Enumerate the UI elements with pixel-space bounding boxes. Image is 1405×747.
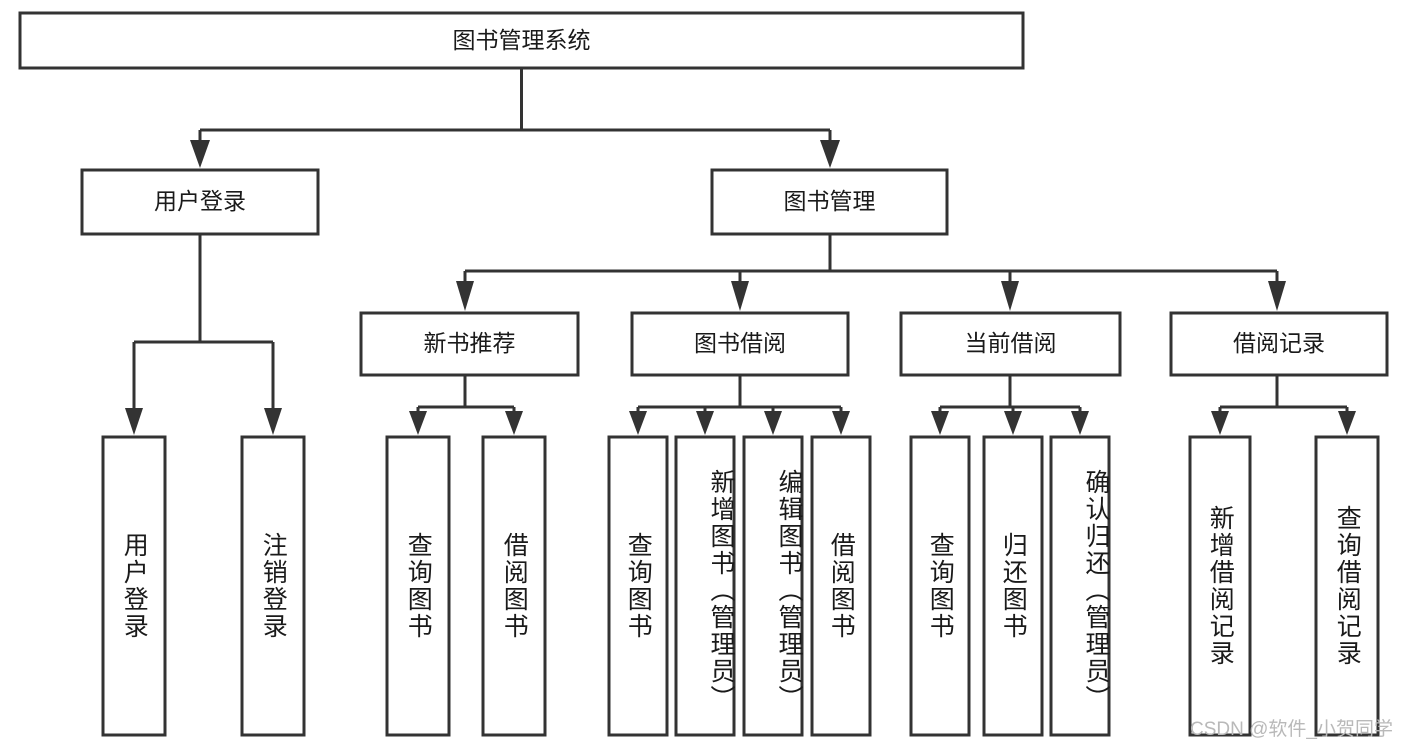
node-leaf-return-book-box[interactable]	[982, 435, 1044, 737]
connector-group-new-book-rec	[409, 375, 523, 435]
node-borrow-record-label: 借阅记录	[1233, 330, 1325, 356]
connector-group-borrow-record	[1211, 375, 1356, 435]
node-leaf-add-book-box[interactable]	[674, 435, 736, 737]
node-book-borrow-label: 图书借阅	[694, 330, 786, 356]
node-book-manage-label: 图书管理	[784, 188, 876, 214]
node-leaf-query-book-3-box[interactable]	[909, 435, 971, 737]
arrow-head-leaf-borrow-book-1	[505, 411, 523, 435]
node-book-borrow[interactable]: 图书借阅	[630, 311, 850, 377]
csdn-watermark: CSDN @软件_小贺同学	[1190, 719, 1393, 740]
connector-group-root	[190, 68, 840, 168]
node-current-borrow[interactable]: 当前借阅	[899, 311, 1122, 377]
node-book-borrow-box[interactable]	[630, 311, 850, 377]
arrow-head-current-borrow	[1001, 281, 1019, 311]
node-current-borrow-label: 当前借阅	[965, 330, 1057, 356]
node-leaf-query-record-box[interactable]	[1314, 435, 1380, 737]
node-leaf-add-record-box[interactable]	[1188, 435, 1252, 737]
connector-group-current-borrow	[931, 375, 1089, 435]
arrow-head-leaf-add-book	[696, 411, 714, 435]
arrow-head-new-book-rec	[456, 281, 474, 311]
node-root-box[interactable]	[18, 11, 1025, 70]
node-new-book-rec-label: 新书推荐	[424, 330, 516, 356]
arrow-head-leaf-add-record	[1211, 411, 1229, 435]
node-root-label: 图书管理系统	[453, 27, 591, 53]
arrow-head-leaf-borrow-book-2	[832, 411, 850, 435]
arrow-head-leaf-confirm-return	[1071, 411, 1089, 435]
arrow-head-borrow-record	[1268, 281, 1286, 311]
node-new-book-rec-box[interactable]	[359, 311, 580, 377]
connector-group-book-borrow	[629, 375, 850, 435]
arrow-head-leaf-user-logout	[264, 408, 282, 435]
arrow-head-user-login	[190, 140, 210, 168]
node-leaf-user-logout-box[interactable]	[240, 435, 306, 737]
arrow-head-leaf-query-book-3	[931, 411, 949, 435]
node-book-manage[interactable]: 图书管理	[710, 168, 949, 236]
node-leaf-query-book-1-box[interactable]	[385, 435, 451, 737]
arrow-head-leaf-return-book	[1004, 411, 1022, 435]
node-leaf-user-login-box[interactable]	[101, 435, 167, 737]
node-leaf-borrow-book-1-box[interactable]	[481, 435, 547, 737]
node-borrow-record[interactable]: 借阅记录	[1169, 311, 1389, 377]
arrow-head-leaf-query-book-2	[629, 411, 647, 435]
node-leaf-query-book-2-box[interactable]	[607, 435, 669, 737]
node-leaf-borrow-book-2-box[interactable]	[810, 435, 872, 737]
node-user-login-box[interactable]	[80, 168, 320, 236]
node-leaf-edit-book-box[interactable]	[742, 435, 804, 737]
node-new-book-rec[interactable]: 新书推荐	[359, 311, 580, 377]
node-leaf-confirm-return-box[interactable]	[1049, 435, 1111, 737]
node-borrow-record-box[interactable]	[1169, 311, 1389, 377]
node-user-login-label: 用户登录	[154, 188, 246, 214]
connector-group-user-login	[125, 234, 282, 435]
node-book-manage-box[interactable]	[710, 168, 949, 236]
connector-group-book-manage	[456, 234, 1286, 311]
arrow-head-leaf-query-record	[1338, 411, 1356, 435]
node-current-borrow-box[interactable]	[899, 311, 1122, 377]
arrow-head-book-manage	[820, 140, 840, 168]
node-root[interactable]: 图书管理系统	[18, 11, 1025, 70]
arrow-head-leaf-edit-book	[764, 411, 782, 435]
arrow-head-leaf-query-book-1	[409, 411, 427, 435]
arrow-head-leaf-user-login	[125, 408, 143, 435]
arrow-head-book-borrow	[731, 281, 749, 311]
node-user-login[interactable]: 用户登录	[80, 168, 320, 236]
